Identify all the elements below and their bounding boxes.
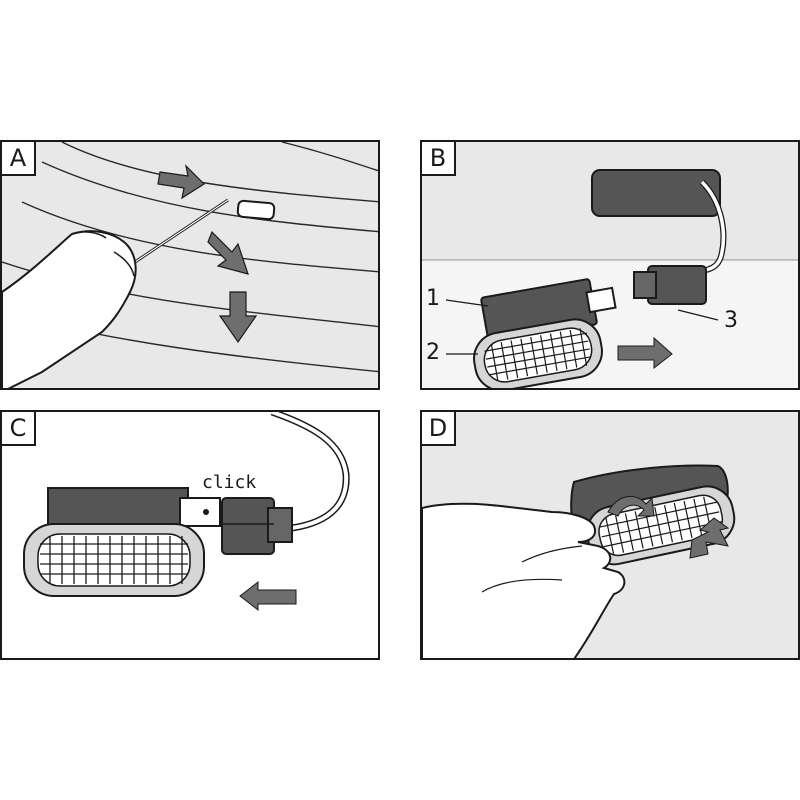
lamp-housing [591,169,721,217]
arrow-curved-icon [607,496,655,517]
lamp-opening [236,199,276,221]
connector-plug [221,497,293,555]
panel-c-connect: C click [0,410,380,660]
panel-a-remove-lamp: A [0,140,380,390]
lamp-unit [23,487,221,597]
callout-3: 3 [724,308,738,333]
panel-c-illustration [23,412,350,612]
panel-d-illustration [422,464,736,658]
panel-d-insert: D [420,410,800,660]
cable [700,180,726,272]
panel-label: D [422,412,456,446]
click-annotation: click [202,472,257,493]
callout-1: 1 [426,286,440,311]
hand [2,230,137,388]
arrow-down-right-icon [207,230,249,275]
callout-2: 2 [426,340,440,365]
panel-label: A [2,142,36,176]
arrow-right-icon [617,336,673,370]
lamp-unit [473,278,617,388]
arrow-left-icon [239,580,297,612]
hand [422,502,626,658]
arrow-right-icon [157,164,205,200]
panel-label: C [2,412,36,446]
connector-plug [633,265,707,305]
panel-label: B [422,142,456,176]
panel-a-illustration [2,142,378,388]
panel-b-illustration [422,169,798,388]
arrow-up-right-icon [689,517,730,559]
panel-b-parts: B 1 2 3 [420,140,800,390]
cable [271,412,349,530]
arrow-down-icon [218,291,258,344]
